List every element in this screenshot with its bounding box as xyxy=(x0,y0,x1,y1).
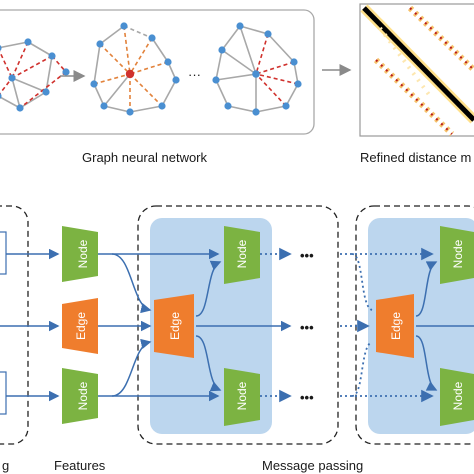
gnn-ellipsis: ··· xyxy=(188,67,201,82)
arrow-edge-to-node-top xyxy=(195,260,222,317)
mp2-node-bottom: Node xyxy=(440,368,474,426)
svg-text:Node: Node xyxy=(235,239,249,268)
svg-text:Edge: Edge xyxy=(389,312,403,340)
mp1-node-top: Node xyxy=(224,226,260,284)
dotted-curve-mp2-bottom xyxy=(351,341,373,397)
feature-edge: Edge xyxy=(62,298,98,354)
feature-node-bottom: Node xyxy=(62,368,98,424)
input-marker-bottom xyxy=(0,371,7,415)
ellipsis-bottom: ••• xyxy=(300,390,314,405)
graph-step-2 xyxy=(90,22,180,116)
gnn-caption: Graph neural network xyxy=(82,150,208,165)
svg-text:Node: Node xyxy=(235,381,249,410)
arrow-mp2-edge-node-top xyxy=(415,261,438,317)
arrow-mp2-edge-node-bottom xyxy=(415,335,438,391)
distance-matrix xyxy=(359,3,474,137)
ellipsis-middle: ••• xyxy=(300,320,314,335)
message-passing-region-dashed xyxy=(137,205,339,445)
label-left-partial: g xyxy=(2,458,9,473)
svg-text:Node: Node xyxy=(451,239,465,268)
svg-text:Node: Node xyxy=(76,239,90,268)
distance-caption: Refined distance m xyxy=(360,150,471,165)
label-features: Features xyxy=(54,458,106,473)
svg-text:Edge: Edge xyxy=(168,312,182,340)
ellipsis-top: ••• xyxy=(300,248,314,263)
svg-text:Node: Node xyxy=(451,381,465,410)
mp1-edge: Edge xyxy=(154,294,194,358)
feature-node-top: Node xyxy=(62,226,98,282)
mp-region-2-dashed xyxy=(355,205,474,445)
graph-step-3 xyxy=(212,22,302,116)
arrow-node-top-to-edge xyxy=(111,253,152,314)
gnn-panel-frame xyxy=(0,9,315,135)
mp2-node-top: Node xyxy=(440,226,474,284)
mp2-edge: Edge xyxy=(376,294,414,358)
arrow-edge-to-node-bottom xyxy=(195,335,222,392)
svg-text:Edge: Edge xyxy=(74,312,88,340)
input-region-dashed xyxy=(0,205,29,445)
mp1-node-bottom: Node xyxy=(224,368,260,426)
arrow-node-bottom-to-edge xyxy=(111,338,152,397)
label-message-passing: Message passing xyxy=(262,458,363,473)
svg-text:Node: Node xyxy=(76,381,90,410)
input-marker-top xyxy=(0,231,7,275)
graph-step-1 xyxy=(0,38,70,112)
